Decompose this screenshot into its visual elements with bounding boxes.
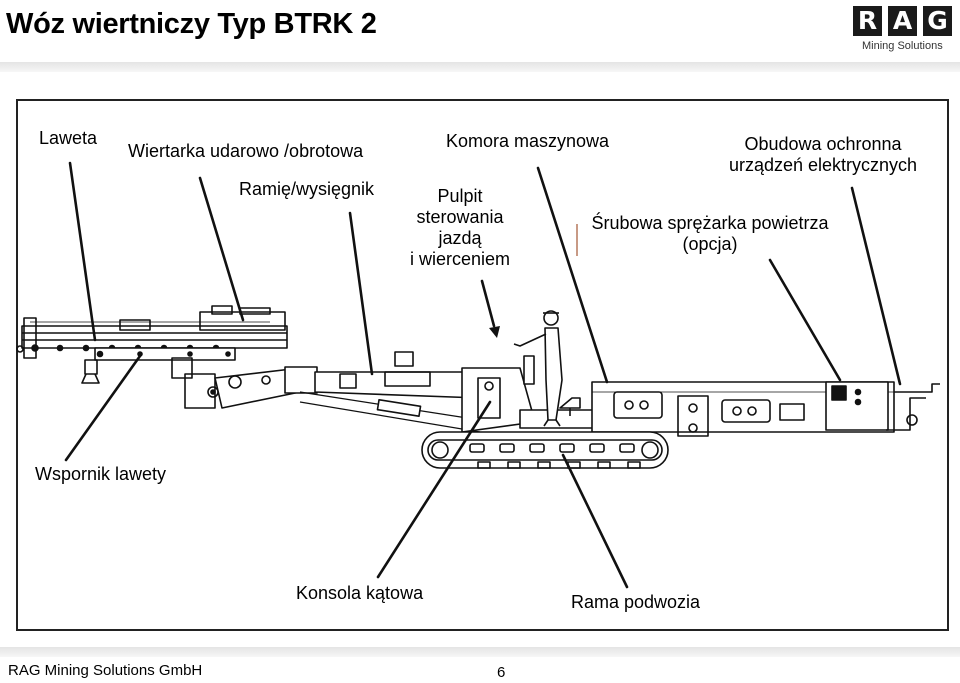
label-pulpit: Pulpit sterowania jazdą i wierceniem	[402, 186, 518, 270]
feed-beam	[16, 305, 288, 384]
label-wiertarka: Wiertarka udarowo /obrotowa	[128, 141, 364, 161]
boom	[171, 351, 481, 433]
label-komora: Komora maszynowa	[446, 131, 610, 151]
label-sprezarka-line1: Śrubowa sprężarka powietrza	[591, 213, 829, 233]
chassis	[461, 367, 940, 437]
logo-subtitle: Mining Solutions	[862, 40, 943, 52]
label-pulpit-line1: Pulpit	[437, 186, 483, 206]
logo-letter-a: A	[888, 6, 917, 36]
label-sprezarka: Śrubowa sprężarka powietrza (opcja)	[584, 213, 836, 255]
label-obudowa-line1: Obudowa ochronna	[744, 134, 902, 154]
leader-lines	[64, 161, 902, 589]
rag-logo: R A G Mining Solutions	[853, 6, 953, 56]
label-obudowa-line2: urządzeń elektrycznych	[728, 155, 918, 175]
label-laweta: Laweta	[39, 128, 98, 148]
footer-band	[0, 647, 960, 657]
label-obudowa: Obudowa ochronna urządzeń elektrycznych	[720, 134, 926, 176]
footer-company: RAG Mining Solutions GmbH	[8, 662, 203, 679]
label-pulpit-line4: i wierceniem	[409, 249, 511, 269]
diagram-frame	[16, 99, 949, 631]
logo-letter-g: G	[923, 6, 952, 36]
header-band	[0, 62, 960, 72]
page-title: Wóz wiertniczy Typ BTRK 2	[6, 8, 377, 40]
label-konsola: Konsola kątowa	[296, 583, 424, 603]
page-number: 6	[497, 664, 506, 681]
label-wspornik: Wspornik lawety	[35, 464, 167, 484]
label-rama: Rama podwozia	[571, 592, 701, 612]
operator-figure	[513, 310, 563, 427]
label-pulpit-line3: jazdą	[438, 228, 482, 248]
label-pulpit-line2: sterowania	[416, 207, 504, 227]
pulpit-arrowhead	[489, 326, 500, 338]
label-ramie: Ramię/wysięgnik	[239, 179, 375, 199]
logo-letter-r: R	[853, 6, 882, 36]
label-sprezarka-line2: (opcja)	[682, 234, 738, 254]
